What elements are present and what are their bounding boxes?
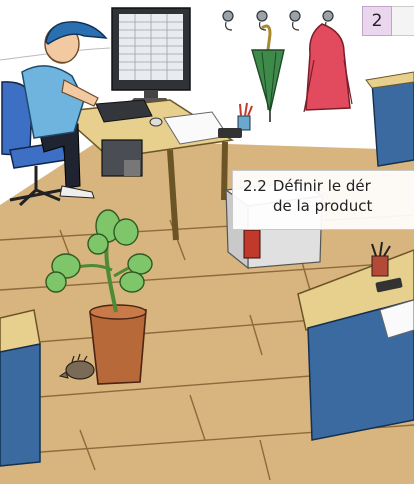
- mouse: [149, 117, 163, 127]
- chapter-title-box: [392, 6, 414, 36]
- chapter-number: 2: [371, 11, 383, 31]
- coat-hooks: [222, 10, 334, 31]
- chapter-number-badge: 2: [362, 6, 392, 36]
- section-title-line2: de la product: [273, 197, 373, 215]
- keyboard: [95, 99, 153, 123]
- umbrella: [251, 24, 285, 122]
- computer-monitor: [111, 7, 191, 104]
- potted-plant: [45, 209, 153, 385]
- phone: [218, 128, 242, 138]
- hooded-jacket: [303, 23, 353, 113]
- section-heading-label: 2.2 Définir le dér de la product: [232, 170, 414, 230]
- pen-cup: [237, 102, 253, 131]
- pc-tower: [101, 139, 143, 177]
- section-number: 2.2: [243, 177, 267, 195]
- right-desk: [297, 71, 414, 441]
- section-title-line1: Définir le dér: [272, 177, 371, 195]
- left-desk: [0, 309, 41, 467]
- person-working: [21, 21, 108, 199]
- hedgehog: [58, 353, 95, 380]
